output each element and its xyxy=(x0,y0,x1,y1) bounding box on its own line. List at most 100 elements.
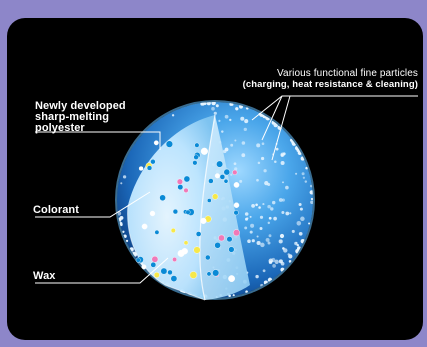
fine-particles-label: Various functional fine particles (charg… xyxy=(218,68,418,90)
fine-particle-dot xyxy=(302,172,305,175)
fine-particle-dot xyxy=(218,120,220,122)
colorant-dot xyxy=(196,231,201,236)
fine-particle-dot xyxy=(272,201,275,204)
fine-particle-dot xyxy=(211,107,215,111)
fine-particle-dot xyxy=(256,179,259,182)
fine-particle-dot xyxy=(268,222,270,224)
fine-particle-dot xyxy=(269,217,272,220)
colorant-dot xyxy=(234,210,239,215)
fine-particle-dot xyxy=(269,234,272,237)
fine-particle-dot xyxy=(295,242,297,244)
fine-particle-dot xyxy=(235,107,238,110)
fine-particle-dot xyxy=(274,160,277,163)
fine-particle-dot xyxy=(244,119,248,123)
wax-dot xyxy=(234,203,239,208)
colorant-dot xyxy=(195,143,200,148)
colorant-dot xyxy=(184,176,190,182)
fine-particle-dot xyxy=(239,180,242,183)
fine-particle-dot xyxy=(230,144,233,147)
wax-label: Wax xyxy=(33,271,56,282)
fine-particle-dot xyxy=(214,112,217,115)
fine-particle-dot xyxy=(269,259,274,264)
fine-particle-dot xyxy=(270,207,273,210)
colorant-dot xyxy=(207,272,211,276)
colorant-dot xyxy=(194,155,199,160)
fine-particle-dot xyxy=(255,203,258,206)
wax-dot xyxy=(201,148,208,155)
fine-particle-dot xyxy=(292,230,295,233)
polyester-label: Newly developed sharp-melting polyester xyxy=(35,101,165,134)
colorant-dot xyxy=(166,141,173,148)
fine-particle-dot xyxy=(225,115,229,119)
wax-dot xyxy=(142,224,147,229)
colorant-dot xyxy=(178,184,183,189)
fine-particle-dot xyxy=(234,139,236,141)
fine-particle-dot xyxy=(283,152,286,155)
fine-particle-dot xyxy=(281,161,285,165)
rim-particle-dot xyxy=(122,231,124,233)
fine-particle-dot xyxy=(262,203,264,205)
colorant-dot xyxy=(184,241,188,245)
fine-particle-dot xyxy=(297,221,302,226)
wax-dot xyxy=(215,173,220,178)
colorant-dot xyxy=(151,262,156,267)
fine-particle-dot xyxy=(261,157,264,160)
fine-particle-dot xyxy=(300,208,303,211)
fine-particle-dot xyxy=(225,148,229,152)
fine-particle-dot xyxy=(250,231,253,234)
fine-particle-dot xyxy=(295,173,297,175)
fine-particle-dot xyxy=(263,269,266,272)
wax-dot xyxy=(201,218,207,224)
fine-particle-dot xyxy=(266,238,270,242)
fine-particle-dot xyxy=(260,243,264,247)
colorant-dot xyxy=(233,230,239,236)
colorant-dot xyxy=(232,170,237,175)
colorant-dot xyxy=(184,188,189,193)
colorant-dot xyxy=(171,228,176,233)
fine-particle-dot xyxy=(250,224,254,228)
wax-dot xyxy=(139,167,143,171)
colorant-dot xyxy=(150,159,155,164)
fine-particle-dot xyxy=(241,153,245,157)
colorant-dot xyxy=(186,210,191,215)
fine-particle-dot xyxy=(288,254,292,258)
fine-particle-dot xyxy=(251,204,255,208)
colorant-dot xyxy=(168,270,173,275)
colorant-dot xyxy=(147,166,152,171)
fine-particle-dot xyxy=(297,244,299,246)
rim-particle-dot xyxy=(246,108,248,110)
fine-particle-dot xyxy=(242,141,246,145)
fine-particle-dot xyxy=(256,143,260,147)
colorant-dot xyxy=(216,161,222,167)
fine-particle-dot xyxy=(300,217,305,222)
colorant-dot xyxy=(224,179,228,183)
fine-particle-dot xyxy=(289,212,291,214)
colorant-dot xyxy=(220,174,225,179)
colorant-dot xyxy=(161,268,167,274)
colorant-dot xyxy=(218,235,224,241)
fine-particle-dot xyxy=(260,216,263,219)
colorant-dot xyxy=(173,209,178,214)
wax-dot xyxy=(228,275,234,281)
rim-particle-dot xyxy=(233,294,235,296)
colorant-dot xyxy=(208,179,213,184)
fine-particle-dot xyxy=(240,117,244,121)
fine-particle-dot xyxy=(258,206,261,209)
wax-dot xyxy=(142,265,147,270)
fine-particle-dot xyxy=(229,119,231,121)
colorant-dot xyxy=(224,169,230,175)
colorant-dot xyxy=(136,258,141,263)
wax-dot xyxy=(234,182,239,187)
fine-particle-dot xyxy=(283,248,287,252)
fine-particle-dot xyxy=(252,239,255,242)
fine-particles-label-line2: (charging, heat resistance & cleaning) xyxy=(218,79,418,90)
fine-particle-dot xyxy=(247,239,251,243)
colorant-dot xyxy=(212,270,219,277)
fine-particle-dot xyxy=(268,242,271,245)
fine-particle-dot xyxy=(244,226,247,229)
fine-particle-dot xyxy=(234,162,237,165)
fine-particle-dot xyxy=(273,217,277,221)
fine-particle-dot xyxy=(257,241,261,245)
fine-particle-dot xyxy=(250,216,252,218)
